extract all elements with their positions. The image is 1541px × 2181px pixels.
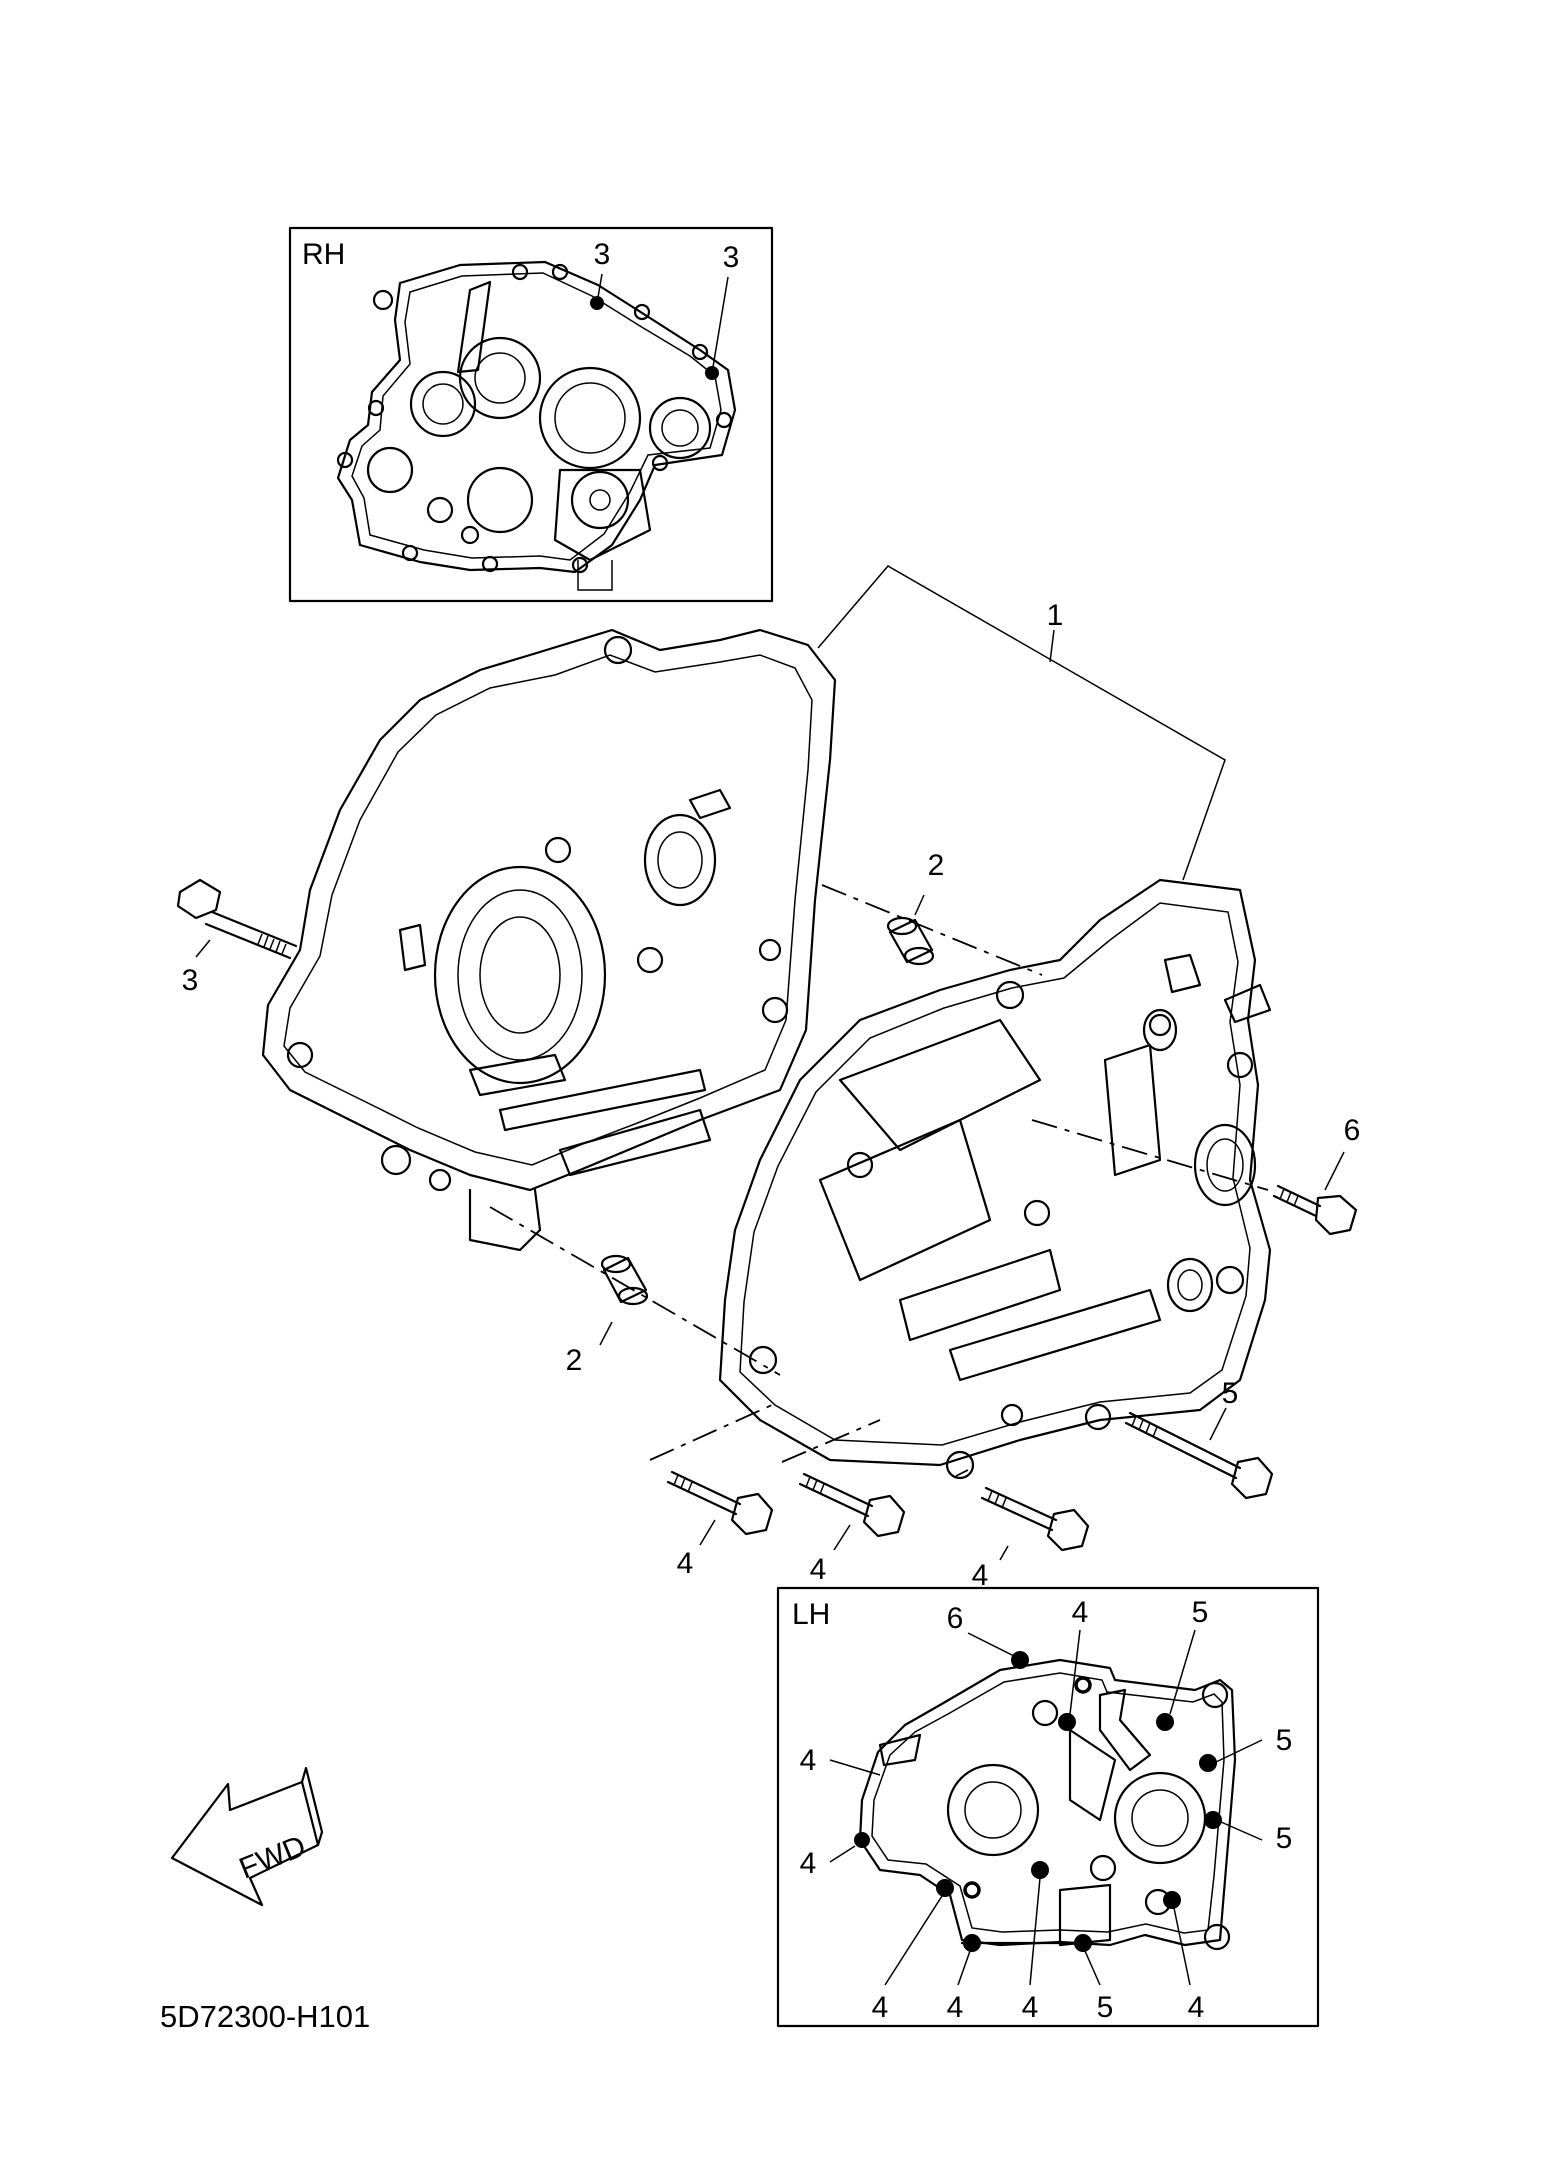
lh-point-5-top — [1156, 1713, 1174, 1731]
rh-inset-label: RH — [302, 238, 345, 271]
lh-callout-5-right-lower: 5 — [1276, 1822, 1293, 1855]
lh-callout-6: 6 — [947, 1602, 964, 1635]
lh-point-4-bottom-c — [1031, 1861, 1049, 1879]
lh-point-5-right-low — [1204, 1811, 1222, 1829]
callout-3-main: 3 — [182, 964, 199, 997]
dowel-lower: 2 — [566, 1254, 649, 1377]
bolt-right-upper: 6 — [1272, 1114, 1361, 1236]
lh-callout-4-top: 4 — [1072, 1596, 1089, 1629]
lh-point-4-right-low — [1163, 1891, 1181, 1909]
lh-point-4-top — [1074, 1676, 1092, 1694]
callout-5-main: 5 — [1222, 1377, 1239, 1410]
lh-point-4-mid — [1058, 1713, 1076, 1731]
lh-inset-label: LH — [792, 1598, 830, 1631]
lh-inset-frame — [776, 1586, 1320, 2028]
dowel-upper: 2 — [886, 849, 945, 966]
callout-2-lower: 2 — [566, 1344, 583, 1377]
rh-inset-frame — [288, 226, 774, 603]
lh-callout-4-left-upper: 4 — [800, 1744, 817, 1777]
crankcase-half-right — [261, 628, 837, 1252]
lh-callout-4-bottom-2: 4 — [947, 1991, 964, 2024]
lh-inset: LH — [776, 1586, 1320, 2028]
crankcase-half-left — [718, 878, 1272, 1480]
fwd-label: FWD — [235, 1829, 311, 1885]
callout-4-main-b: 4 — [810, 1553, 827, 1586]
lh-callout-4-bottom-1: 4 — [872, 1991, 889, 2024]
rh-crankcase-outline — [336, 260, 737, 591]
lh-callout-5-bottom: 5 — [1097, 1991, 1114, 2024]
callout-6-main: 6 — [1344, 1114, 1361, 1147]
lh-callout-5-top: 5 — [1192, 1596, 1209, 1629]
lh-callout-5-right: 5 — [1276, 1724, 1293, 1757]
lh-point-4-bottom-a — [936, 1879, 954, 1897]
rh-inset: RH 3 3 — [288, 226, 774, 603]
callout-4-main-a: 4 — [677, 1547, 694, 1580]
rh-callout-3b: 3 — [723, 241, 740, 274]
lh-callout-4-bottom-4: 4 — [1188, 1991, 1205, 2024]
bolt-long-left: 3 — [176, 878, 298, 997]
lh-callout-4-bottom-3: 4 — [1022, 1991, 1039, 2024]
callout-1: 1 — [1047, 599, 1064, 632]
drawing-code: 5D72300-H101 — [160, 1999, 370, 2034]
alignment-lines — [489, 884, 1269, 1477]
bolt-short-c: 4 — [972, 1486, 1090, 1592]
rh-callout-3a: 3 — [594, 238, 611, 271]
bolt-long-right: 5 — [1124, 1377, 1274, 1500]
lh-callout-4-left-lower: 4 — [800, 1847, 817, 1880]
bolt-short-b: 4 — [798, 1472, 906, 1586]
lh-leaders — [829, 1629, 1263, 1986]
fwd-arrow: FWD — [170, 1766, 324, 1907]
lh-point-5-right — [1199, 1754, 1217, 1772]
lh-point-4-bottom-b — [963, 1881, 981, 1899]
callout-1-bracket: 1 — [817, 565, 1226, 881]
lh-point-4-left — [854, 1832, 870, 1848]
bolt-short-a: 4 — [666, 1470, 774, 1580]
callout-4-main-c: 4 — [972, 1559, 989, 1592]
callout-2-upper: 2 — [928, 849, 945, 882]
rh-leader-3b — [711, 276, 729, 374]
lh-point-6 — [1011, 1651, 1029, 1669]
